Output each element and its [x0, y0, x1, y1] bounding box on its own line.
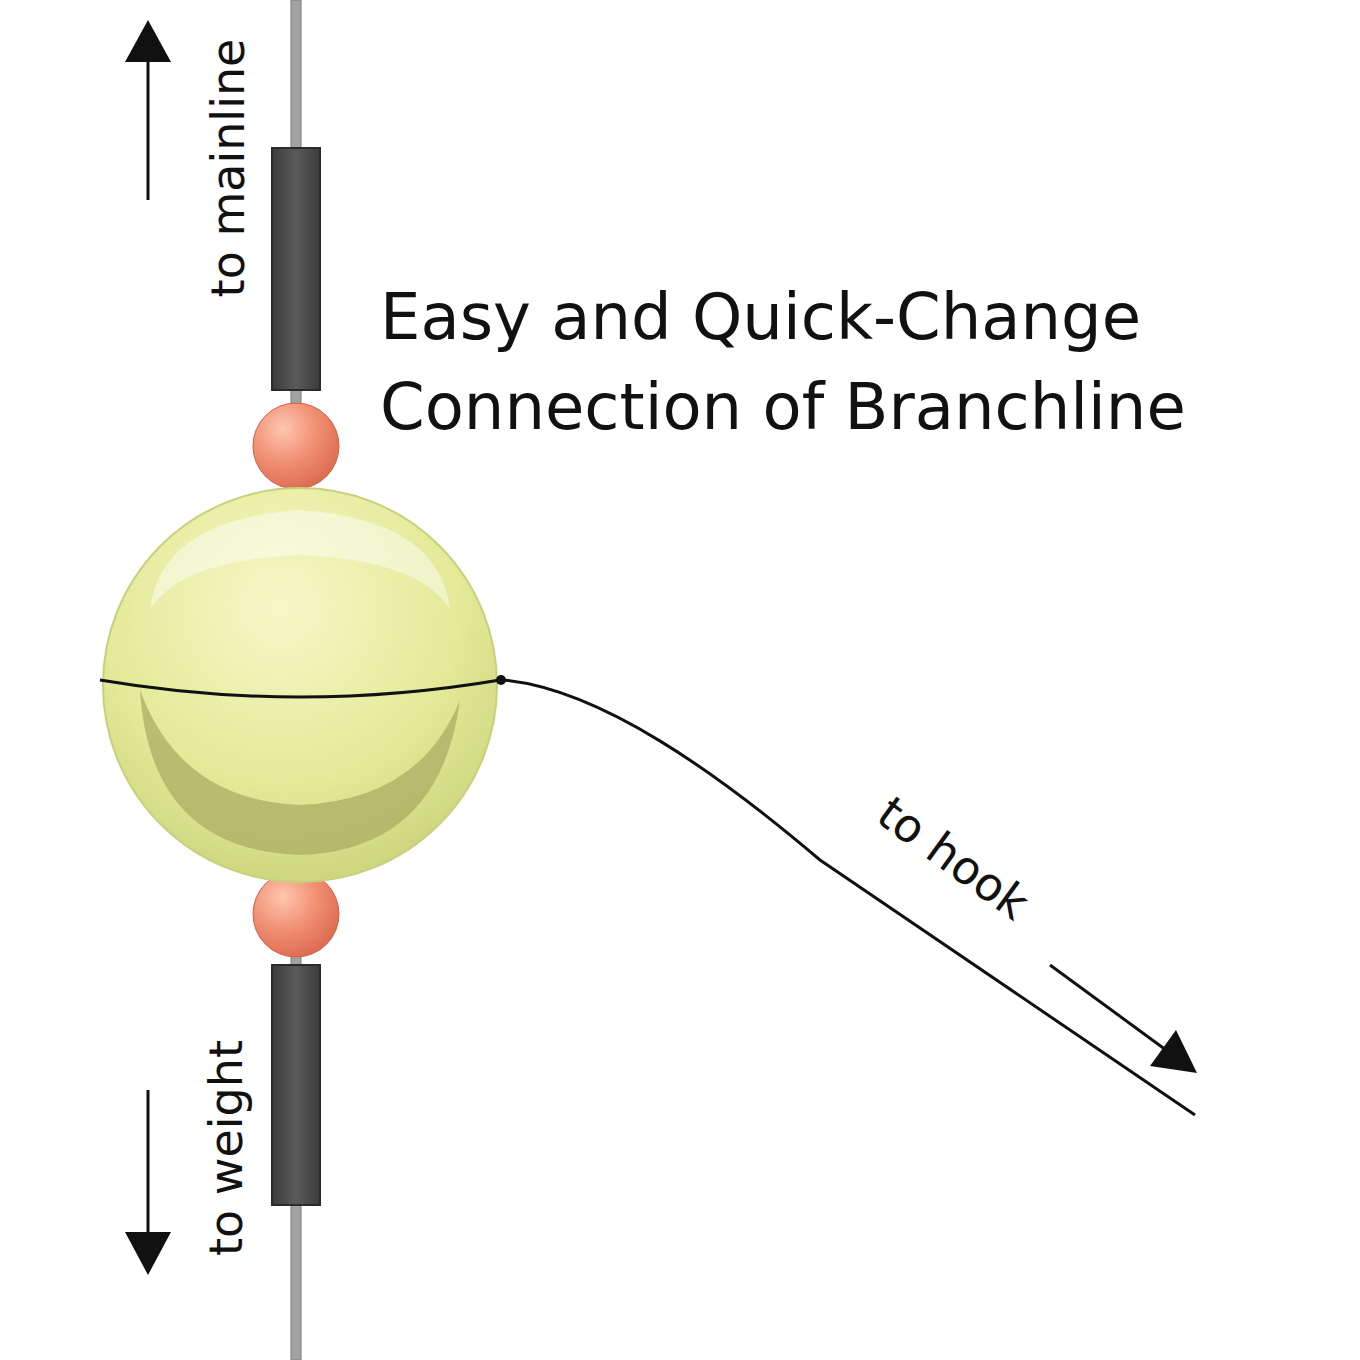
direction-arrow [125, 20, 171, 200]
top-bead [253, 403, 339, 489]
direction-arrow [1050, 965, 1197, 1073]
bottom-bead [253, 871, 339, 957]
branchline [502, 680, 1195, 1115]
float-sphere [100, 488, 506, 882]
top-sleeve [272, 148, 320, 390]
direction-arrow [125, 1090, 171, 1275]
diagram-title: Easy and Quick-Change Connection of Bran… [380, 272, 1340, 452]
direction-label: to weight [198, 1040, 254, 1256]
direction-label: to mainline [200, 39, 256, 298]
bottom-sleeve [272, 965, 320, 1205]
